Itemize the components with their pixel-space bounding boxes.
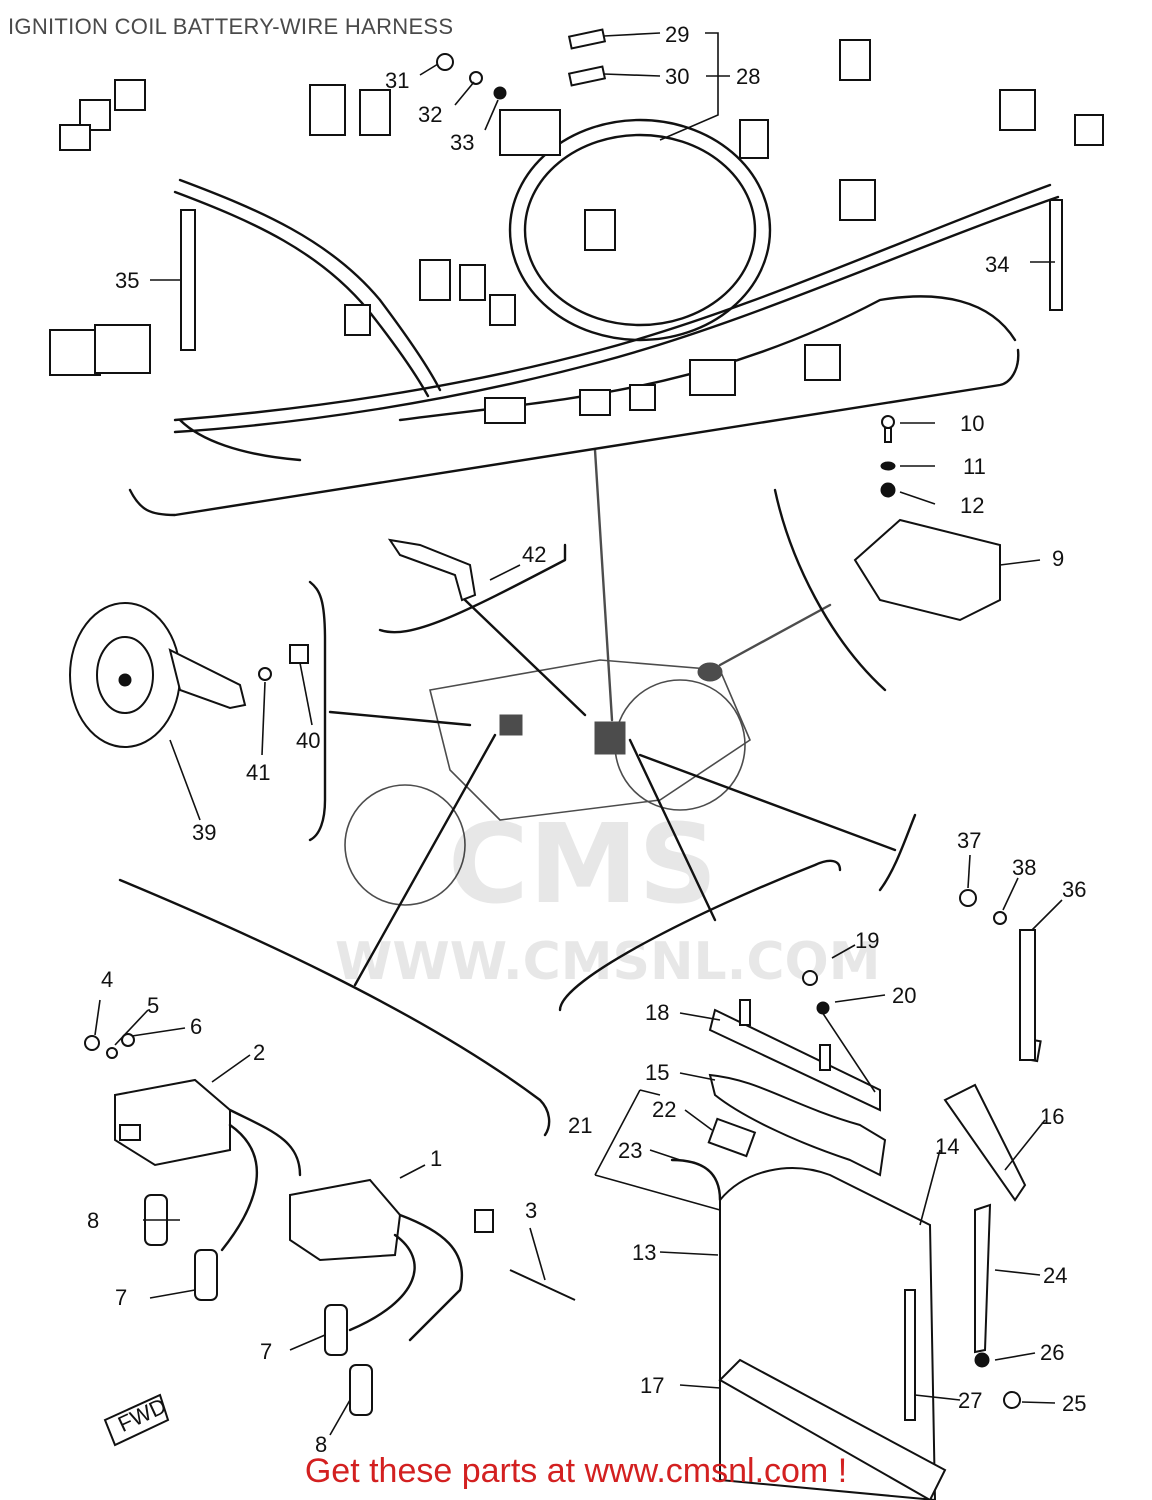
regulator-assembly: [773, 415, 1041, 692]
callout-9: 9: [1052, 546, 1064, 571]
callout-37: 37: [957, 828, 981, 853]
callout-17: 17: [640, 1373, 664, 1398]
horn-assembly: [69, 580, 472, 842]
callout-25: 25: [1062, 1391, 1086, 1416]
callout-13: 13: [632, 1240, 656, 1265]
bike-leaders: [353, 733, 897, 987]
callout-5: 5: [147, 993, 159, 1018]
diagram-title: IGNITION COIL BATTERY-WIRE HARNESS: [8, 14, 454, 39]
ignition-coils: [84, 878, 576, 1447]
callout-38: 38: [1012, 855, 1036, 880]
callout-24: 24: [1043, 1263, 1067, 1288]
callout-2: 2: [253, 1040, 265, 1065]
callout-18: 18: [645, 1000, 669, 1025]
callout-31: 31: [385, 68, 409, 93]
callout-21: 21: [568, 1113, 592, 1138]
callout-16: 16: [1040, 1104, 1064, 1129]
callout-6: 6: [190, 1014, 202, 1039]
callout-34: 34: [985, 252, 1009, 277]
callout-41: 41: [246, 760, 270, 785]
callout-29: 29: [665, 22, 689, 47]
callout-33: 33: [450, 130, 474, 155]
callout-3: 3: [525, 1198, 537, 1223]
callout-23: 23: [618, 1138, 642, 1163]
callout-12: 12: [960, 493, 984, 518]
callout-1: 1: [430, 1146, 442, 1171]
callout-32: 32: [418, 102, 442, 127]
watermark-logo: CMS: [448, 800, 718, 928]
wire-harness: [49, 28, 1104, 517]
callout-26: 26: [1040, 1340, 1064, 1365]
callout-8-lower: 8: [315, 1432, 327, 1457]
harness-leaders: [150, 32, 1055, 281]
callout-22: 22: [652, 1097, 676, 1122]
callout-39: 39: [192, 820, 216, 845]
motorcycle-outline: [344, 448, 832, 906]
battery-assembly: [474, 813, 1063, 1500]
callout-30: 30: [665, 64, 689, 89]
footer-link-text[interactable]: Get these parts at www.cmsnl.com !: [304, 1452, 848, 1490]
callout-10: 10: [960, 411, 984, 436]
callout-35: 35: [115, 268, 139, 293]
callout-7-right: 7: [260, 1339, 272, 1364]
callout-8-upper: 8: [87, 1208, 99, 1233]
callout-4: 4: [101, 967, 113, 992]
callout-36: 36: [1062, 877, 1086, 902]
callout-27: 27: [958, 1388, 982, 1413]
callout-labels: 29 30 28 31 32 33 35 34 10 11 12 9 42 40…: [87, 22, 1086, 1457]
callout-42: 42: [522, 542, 546, 567]
callout-20: 20: [892, 983, 916, 1008]
watermark-text: WWW.CMSNL.COM: [335, 932, 881, 992]
callout-11: 11: [963, 454, 986, 479]
bracket-42: [378, 538, 587, 717]
callout-7-left: 7: [115, 1285, 127, 1310]
callout-19: 19: [855, 928, 879, 953]
callout-28: 28: [736, 64, 760, 89]
callout-40: 40: [296, 728, 320, 753]
callout-14: 14: [935, 1134, 959, 1159]
callout-15: 15: [645, 1060, 669, 1085]
